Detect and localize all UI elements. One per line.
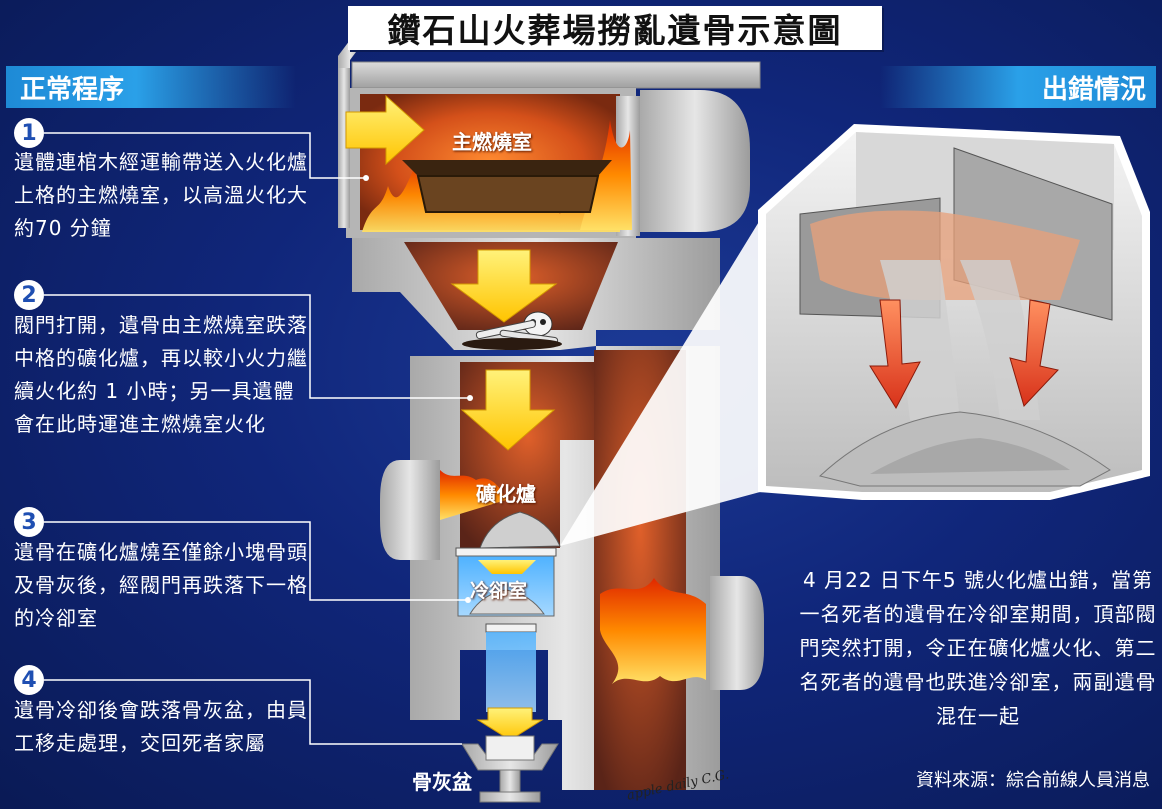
ash-tray-label: 骨灰盆: [412, 770, 472, 794]
step-number-3: 3: [14, 507, 44, 537]
small-yellow-arrow-icon: [478, 560, 536, 574]
coffin-body: [416, 175, 600, 213]
step-number-1: 1: [14, 118, 44, 148]
feed-pipe: [338, 68, 350, 228]
step-text-2: 閥門打開，遺骨由主燃燒室跌落中格的礦化爐，再以較小火力繼續火化約 1 小時；另一…: [14, 313, 308, 436]
cooling-room-label: 冷卻室: [470, 580, 528, 602]
ash-pile-mineral: [479, 511, 561, 549]
ash-tray-icon: [461, 735, 559, 803]
page-title: 鑽石山火葬場撈亂遺骨示意圖: [348, 6, 882, 50]
red-down-arrow-icon: [1009, 299, 1059, 407]
valve-plate: [455, 547, 557, 557]
step-number-2: 2: [14, 280, 44, 310]
yellow-down-arrow-icon: [476, 707, 544, 741]
error-zoom-box: [758, 124, 1150, 500]
main-chamber-door: [640, 90, 750, 232]
leader-lines: [44, 132, 470, 745]
step-number-4: 4: [14, 665, 44, 695]
red-down-arrow-icon: [869, 299, 921, 410]
step-text-1: 遺體連棺木經運輸帶送入火化爐上格的主燃燒室，以高溫火化大約70 分鐘: [14, 150, 308, 240]
yellow-down-arrow-icon: [460, 369, 556, 451]
coffin-lid: [402, 160, 612, 176]
right-shaft-flames: [600, 578, 706, 684]
lower-valve: [485, 623, 537, 633]
normal-procedure-header: 正常程序: [6, 66, 296, 108]
yellow-right-arrow-icon: [345, 94, 425, 166]
yellow-down-arrow-icon: [450, 249, 558, 323]
error-situation-header: 出錯情況: [880, 66, 1156, 108]
error-description: 4 月22 日下午5 號火化爐出錯，當第一名死者的遺骨在冷卻室期間，頂部閥門突然…: [799, 568, 1157, 728]
step-text-3: 遺骨在礦化爐燒至僅餘小塊骨頭及骨灰後，經閥門再跌落下一格的冷卻室: [14, 540, 308, 630]
source-note: 資料來源：綜合前線人員消息: [916, 770, 1150, 791]
chute: [486, 632, 536, 712]
mineral-furnace-label: 礦化爐: [476, 482, 536, 506]
zoom-wedge: [560, 220, 760, 546]
mineral-furnace-flames: [440, 470, 506, 520]
lower-burner-housing: [710, 576, 764, 690]
skull-and-bones-icon: [462, 311, 562, 350]
furnace-lid: [351, 61, 761, 89]
main-chamber-flames: [362, 158, 620, 232]
main-chamber-label: 主燃燒室: [452, 130, 532, 154]
mineral-burner-housing: [380, 460, 440, 560]
step-text-4: 遺骨冷卻後會跌落骨灰盆，由員工移走處理，交回死者家屬: [14, 698, 308, 755]
ash-pile-cooling: [469, 589, 545, 615]
